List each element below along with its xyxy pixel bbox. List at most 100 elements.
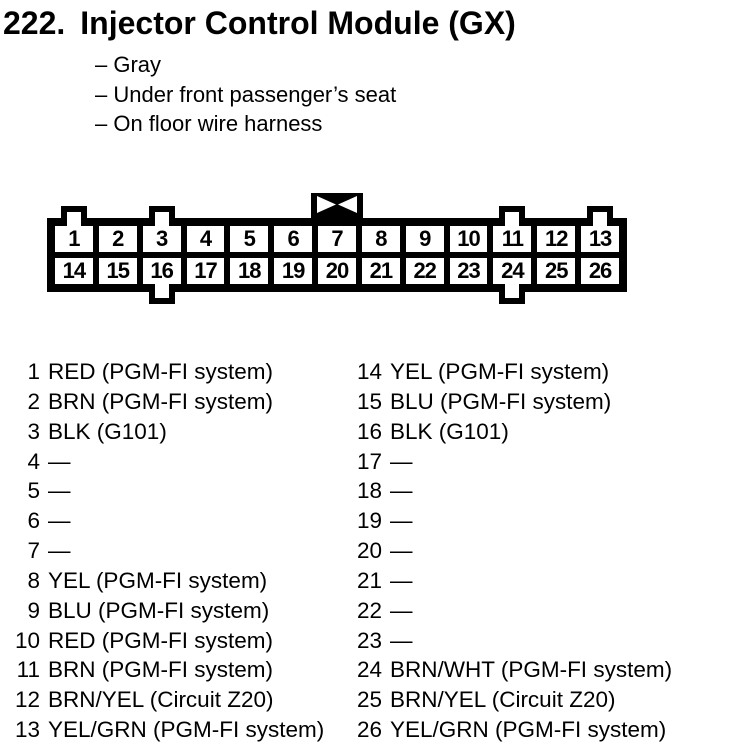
pin-number: 24 (356, 657, 382, 683)
pin-number: 23 (356, 627, 382, 653)
connector-key-tab-bottom (148, 284, 175, 304)
pin-number: 2 (27, 388, 40, 414)
connector-pin-8: 8 (361, 226, 400, 252)
pin-number: 19 (356, 508, 382, 534)
pin-wire-label: — (390, 448, 413, 474)
note-line: – On floor wire harness (95, 111, 323, 136)
pin-wire-label: BLK (G101) (390, 418, 509, 444)
connector-pin-17: 17 (186, 258, 225, 284)
pin-wire-label: BRN (PGM-FI system) (48, 657, 273, 683)
pin-row: 10 RED (PGM-FI system) (8, 626, 350, 656)
keyway-x-icon (311, 193, 364, 226)
pin-row: 14 YEL (PGM-FI system) (350, 357, 744, 387)
pin-wire-label: — (390, 567, 413, 593)
pin-number: 15 (356, 388, 382, 414)
pin-row: 9 BLU (PGM-FI system) (8, 596, 350, 626)
section-number: 222. (3, 5, 66, 41)
pin-row: 22 — (350, 596, 744, 626)
pin-wire-label: YEL (PGM-FI system) (390, 359, 610, 384)
pin-wire-label: — (48, 448, 71, 474)
connector-pin-15: 15 (98, 258, 137, 284)
pin-row: 19 — (350, 506, 744, 536)
connector-pin-13: 13 (581, 226, 619, 252)
connector-pin-10: 10 (449, 226, 488, 252)
connector-pin-2: 2 (98, 226, 137, 252)
pin-number: 13 (14, 717, 40, 743)
connector-pin-11: 11 (493, 226, 532, 252)
connector-pin-25: 25 (537, 258, 576, 284)
pin-row: 12 BRN/YEL (Circuit Z20) (8, 685, 350, 715)
pin-row: 26 YEL/GRN (PGM-FI system) (350, 715, 744, 745)
pin-number: 16 (356, 418, 382, 444)
pin-wire-label: — (390, 508, 413, 534)
pin-number: 11 (16, 657, 40, 683)
pin-wire-label: BRN/WHT (PGM-FI system) (390, 657, 673, 683)
pin-number: 8 (27, 567, 40, 593)
pin-wire-label: YEL/GRN (PGM-FI system) (390, 717, 667, 743)
connector-pin-9: 9 (405, 226, 444, 252)
connector-key-tab-top (499, 206, 526, 226)
pin-wire-label: RED (PGM-FI system) (48, 359, 273, 384)
pin-wire-label: YEL (PGM-FI system) (48, 567, 268, 593)
pin-wire-label: BLU (PGM-FI system) (48, 597, 270, 623)
pin-number: 26 (356, 717, 382, 743)
pin-row: 6— (8, 506, 350, 536)
connector-pin-24: 24 (493, 258, 532, 284)
pin-number: 17 (356, 448, 382, 474)
pin-row: 4— (8, 447, 350, 477)
pin-wire-label: BRN/YEL (Circuit Z20) (48, 687, 274, 713)
connector-key-tab-top (587, 206, 614, 226)
connector-pin-21: 21 (361, 258, 400, 284)
connector-pin-7: 7 (318, 226, 356, 252)
pin-column-right: 14 YEL (PGM-FI system) 15 BLU (PGM-FI syste… (350, 357, 744, 745)
pin-number: 1 (27, 359, 40, 384)
pin-row: 5— (8, 476, 350, 506)
keyway-marker (311, 193, 364, 226)
pin-wire-label: BLK (G101) (48, 418, 167, 444)
pin-wire-label: BRN/YEL (Circuit Z20) (390, 687, 616, 713)
section-title-text: Injector Control Module (GX) (80, 5, 516, 41)
pin-number: 10 (14, 627, 40, 653)
connector-pin-22: 22 (405, 258, 444, 284)
connector-pin-14: 14 (55, 258, 93, 284)
pin-row: 13 YEL/GRN (PGM-FI system) (8, 715, 350, 745)
pin-wire-label: RED (PGM-FI system) (48, 627, 273, 653)
connector-pin-20: 20 (318, 258, 356, 284)
pin-wire-label: — (390, 597, 413, 623)
pin-wire-label: — (390, 538, 413, 564)
pin-row: 21— (350, 566, 744, 596)
pin-number: 22 (356, 597, 382, 623)
pin-wire-label: — (48, 478, 71, 504)
pin-row: 16 BLK (G101) (350, 417, 744, 447)
pin-wire-label: BLU (PGM-FI system) (390, 388, 612, 414)
connector-pin-12: 12 (537, 226, 576, 252)
page-title: 222. Injector Control Module (GX) (3, 5, 516, 41)
pin-row: 23— (350, 626, 744, 656)
note-line: – Gray (95, 52, 162, 77)
pin-number: 9 (27, 597, 40, 623)
pin-number: 12 (14, 687, 40, 713)
pin-row: 1 RED (PGM-FI system) (8, 357, 350, 387)
pin-number: 4 (27, 448, 40, 474)
pin-number: 14 (356, 359, 382, 384)
pin-row: 15 BLU (PGM-FI system) (350, 387, 744, 417)
pin-wire-label: — (390, 478, 413, 504)
pin-wire-label: — (48, 508, 71, 534)
pin-wire-label: YEL/GRN (PGM-FI system) (48, 717, 325, 743)
pin-number: 7 (27, 538, 40, 564)
connector-pin-3: 3 (142, 226, 181, 252)
pin-row: 11 BRN (PGM-FI system) (8, 655, 350, 685)
pin-row: 24 BRN/WHT (PGM-FI system) (350, 655, 744, 685)
connector-key-tab-top (60, 206, 87, 226)
connector-pin-6: 6 (274, 226, 313, 252)
connector-pin-5: 5 (230, 226, 269, 252)
connector-pin-19: 19 (274, 258, 313, 284)
pin-number: 3 (27, 418, 40, 444)
pin-row: 8 YEL (PGM-FI system) (8, 566, 350, 596)
pin-number: 5 (27, 478, 40, 504)
